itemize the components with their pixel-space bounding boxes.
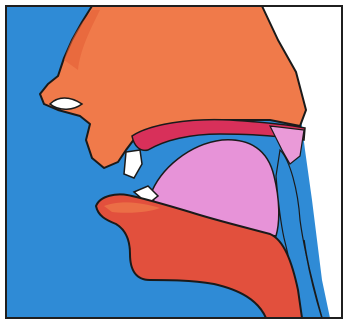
mouth-cross-section-figure xyxy=(0,0,348,323)
